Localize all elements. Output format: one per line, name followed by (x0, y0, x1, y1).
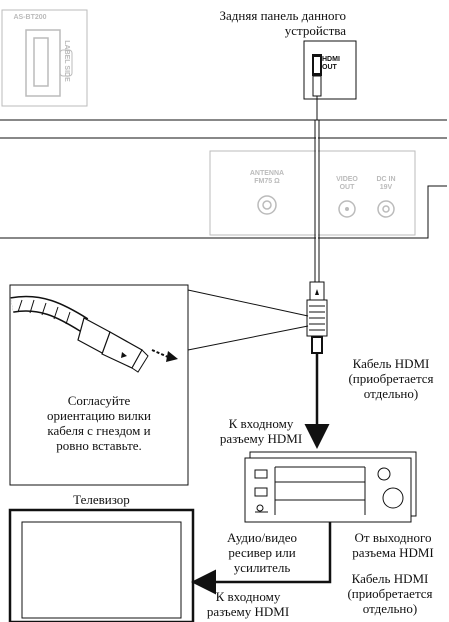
dc-in-line-2: 19V (379, 184, 393, 191)
to-input-tv-line-2: разъему HDMI (206, 604, 290, 619)
cable2-line-3: отдельно) (362, 601, 418, 616)
device-rear-body (0, 119, 447, 239)
tip-line-1: Согласуйте (67, 393, 131, 408)
tip-line-4: ровно вставьте. (56, 438, 142, 453)
cable1-line-1: Кабель HDMI (352, 356, 430, 371)
rear-panel-caption: Задняя панель данного устройства (170, 8, 347, 38)
receiver-line-1: Аудио/видео (226, 530, 298, 545)
device-top-illustration (1, 9, 88, 107)
tip-line-2: ориентацию вилки (46, 408, 152, 423)
to-input-receiver-label: К входному разъему HDMI (206, 416, 316, 446)
hdmi-out-label: HDMI OUT (322, 56, 340, 72)
hdmi-plug (306, 281, 328, 354)
to-input-receiver-line-2: разъему HDMI (219, 431, 303, 446)
cable-tip-text: Согласуйте ориентацию вилки кабеля с гне… (15, 393, 183, 453)
antenna-line-1: ANTENNA (249, 170, 285, 177)
hdmi-out-line-2: OUT (322, 64, 337, 71)
hdmi-out-line-1: HDMI (322, 56, 340, 63)
cable2-line-2: (приобретается (347, 586, 433, 601)
from-output-line-1: От выходного (354, 530, 432, 545)
dc-in-label: DC IN 19V (371, 176, 401, 192)
from-output-line-2: разъема HDMI (352, 545, 434, 560)
caption-line-2: устройства (284, 23, 346, 38)
label-side-text: LABEL SIDE (63, 40, 70, 82)
antenna-label: ANTENNA FM75 Ω (247, 170, 287, 186)
cable1-line-3: отдельно) (363, 386, 419, 401)
video-out-line-1: VIDEO (336, 176, 358, 183)
arrow-to-tv (191, 522, 332, 595)
cable1-label: Кабель HDMI (приобретается отдельно) (335, 356, 447, 401)
to-input-tv-line-1: К входному (215, 589, 281, 604)
dc-in-line-1: DC IN (376, 176, 396, 183)
caption-line-1: Задняя панель данного (219, 8, 347, 23)
receiver-line-2: ресивер или (228, 545, 296, 560)
tip-line-3: кабеля с гнездом и (47, 423, 151, 438)
tv-label: Телевизор (73, 492, 130, 507)
from-output-label: От выходного разъема HDMI (338, 530, 448, 560)
antenna-line-2: FM75 Ω (254, 178, 280, 185)
cable2-label: Кабель HDMI (приобретается отдельно) (333, 571, 447, 616)
device-model: AS-BT200 (13, 14, 47, 21)
receiver-line-3: усилитель (233, 560, 291, 575)
plug-closeup-illustration (10, 295, 178, 373)
video-out-label: VIDEO OUT (332, 176, 362, 192)
to-input-receiver-line-1: К входному (228, 416, 294, 431)
tip-callout (9, 284, 309, 486)
cable1-line-2: (приобретается (348, 371, 434, 386)
video-out-line-2: OUT (339, 184, 355, 191)
cable2-line-1: Кабель HDMI (351, 571, 429, 586)
tv-illustration (8, 508, 195, 622)
receiver-label: Аудио/видео ресивер или усилитель (212, 530, 312, 575)
to-input-tv-label: К входному разъему HDMI (193, 589, 303, 619)
av-receiver-illustration (244, 451, 417, 523)
